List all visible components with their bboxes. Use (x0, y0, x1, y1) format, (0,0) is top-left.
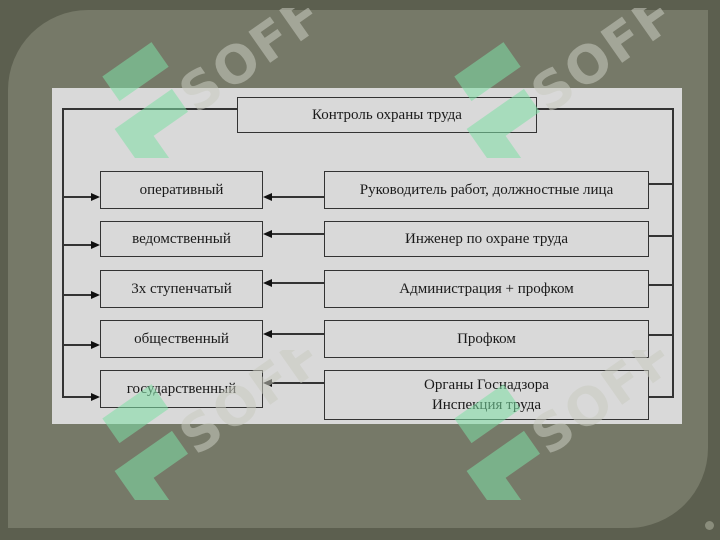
left-branch (62, 344, 98, 346)
executor-box-engineer: Инженер по охране труда (324, 221, 649, 257)
top-connector (62, 108, 237, 110)
executor-box-union: Профком (324, 320, 649, 358)
root-label: Контроль охраны труда (312, 107, 462, 123)
left-branch (62, 196, 98, 198)
right-branch (649, 284, 674, 286)
type-box-state: государственный (100, 370, 263, 408)
diagram-card: Контроль охраны труда оперативный Руково… (52, 88, 682, 424)
executor-label: Руководитель работ, должностные лица (359, 182, 614, 198)
root-box: Контроль охраны труда (237, 97, 537, 133)
link-line (268, 233, 324, 235)
link-arrow (263, 230, 272, 238)
type-label: государственный (126, 381, 237, 397)
link-arrow (263, 330, 272, 338)
type-box-three-stage: 3х ступенчатый (100, 270, 263, 308)
right-branch (649, 334, 674, 336)
left-arrow (91, 241, 100, 249)
type-box-public: общественный (100, 320, 263, 358)
link-line (268, 282, 324, 284)
left-bus (62, 108, 64, 397)
link-line (268, 382, 324, 384)
type-label: 3х ступенчатый (131, 281, 232, 297)
left-arrow (91, 393, 100, 401)
top-connector (535, 108, 674, 110)
right-branch (649, 183, 674, 185)
type-label: ведомственный (132, 231, 231, 247)
link-line (268, 196, 324, 198)
right-bus (672, 108, 674, 397)
executor-label: Администрация + профком (399, 281, 574, 297)
left-arrow (91, 341, 100, 349)
link-line (268, 333, 324, 335)
link-arrow (263, 379, 272, 387)
executor-label: Органы Госнадзора Инспекция труда (424, 377, 549, 413)
left-branch (62, 244, 98, 246)
right-branch (649, 396, 674, 398)
left-arrow (91, 193, 100, 201)
type-box-operative: оперативный (100, 171, 263, 209)
executor-box-manager: Руководитель работ, должностные лица (324, 171, 649, 209)
left-branch (62, 396, 98, 398)
type-label: общественный (134, 331, 229, 347)
executor-box-administration: Администрация + профком (324, 270, 649, 308)
executor-label: Профком (457, 331, 516, 347)
executor-box-state-supervision: Органы Госнадзора Инспекция труда (324, 370, 649, 420)
left-branch (62, 294, 98, 296)
right-branch (649, 235, 674, 237)
link-arrow (263, 279, 272, 287)
type-label: оперативный (139, 182, 224, 198)
executor-label: Инженер по охране труда (404, 231, 568, 247)
type-box-departmental: ведомственный (100, 221, 263, 257)
left-arrow (91, 291, 100, 299)
corner-dot (705, 521, 714, 530)
link-arrow (263, 193, 272, 201)
